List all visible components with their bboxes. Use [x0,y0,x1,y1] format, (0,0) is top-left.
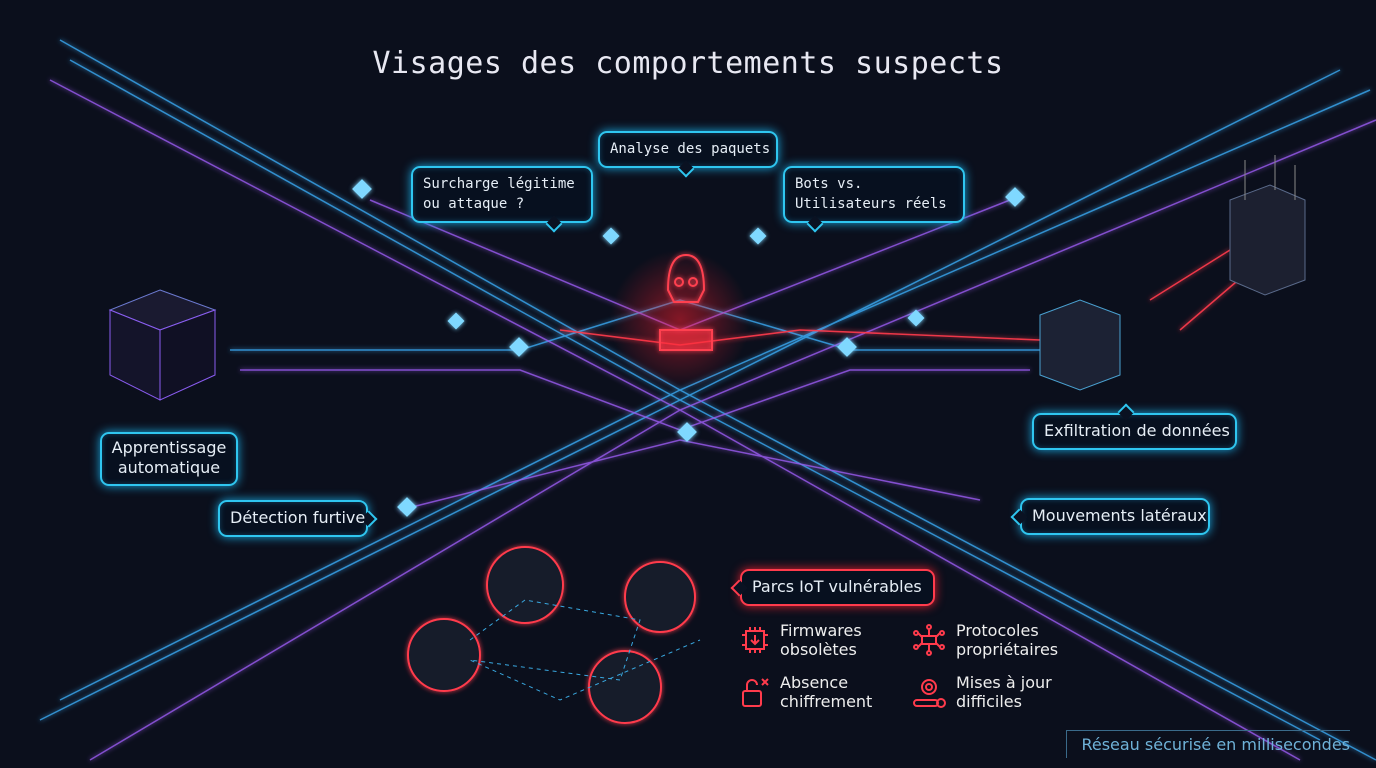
callout-text: Apprentissage [111,438,227,457]
issue-text: difficiles [956,692,1022,711]
network-hub-icon [913,624,945,656]
issue-text: propriétaires [956,640,1059,659]
callout-stealth-detection: Détection furtive [218,500,378,537]
callout-text: Surcharge légitime [423,176,575,192]
callout-text: automatique [117,458,221,477]
callout-packet-analysis: Analyse des paquets [598,131,778,178]
footer-caption: Réseau sécurisé en millisecondes [1066,730,1350,758]
issue-text: Firmwares [780,621,862,640]
issue-text: Protocoles [956,621,1039,640]
callout-text: Utilisateurs réels [795,196,947,212]
callout-lateral-movement: Mouvements latéraux [1010,498,1210,535]
callout-iot: Parcs IoT vulnérables [730,569,935,606]
issue-text: Mises à jour [956,673,1052,692]
callout-overload: Surcharge légitime ou attaque ? [411,166,593,233]
ai-cube-icon [108,289,217,401]
unlocked-padlock-icon [742,678,769,707]
callout-bots: Bots vs. Utilisateurs réels [783,166,965,233]
gear-update-icon [913,679,946,708]
callout-machine-learning: Apprentissage automatique [100,432,238,486]
server-rack-icon [1229,155,1306,296]
skull-threat-icon [659,253,713,351]
callout-text: Exfiltration de données [1044,421,1230,440]
callout-text: Analyse des paquets [610,141,771,157]
iot-devices-icon [407,546,696,724]
page-title: Visages des comportements suspects [372,46,1004,81]
chip-download-icon [742,627,768,653]
issue-text: Absence [780,673,849,692]
callout-text: Parcs IoT vulnérables [752,577,922,596]
callout-text: Détection furtive [230,508,366,527]
callout-text: ou attaque ? [423,196,525,212]
data-vault-icon [1039,299,1121,391]
callout-exfiltration: Exfiltration de données [1032,403,1237,450]
callout-text: Mouvements latéraux [1032,506,1207,525]
issue-text: obsolètes [780,640,857,659]
callout-text: Bots vs. [795,176,863,192]
issue-text: chiffrement [780,692,873,711]
